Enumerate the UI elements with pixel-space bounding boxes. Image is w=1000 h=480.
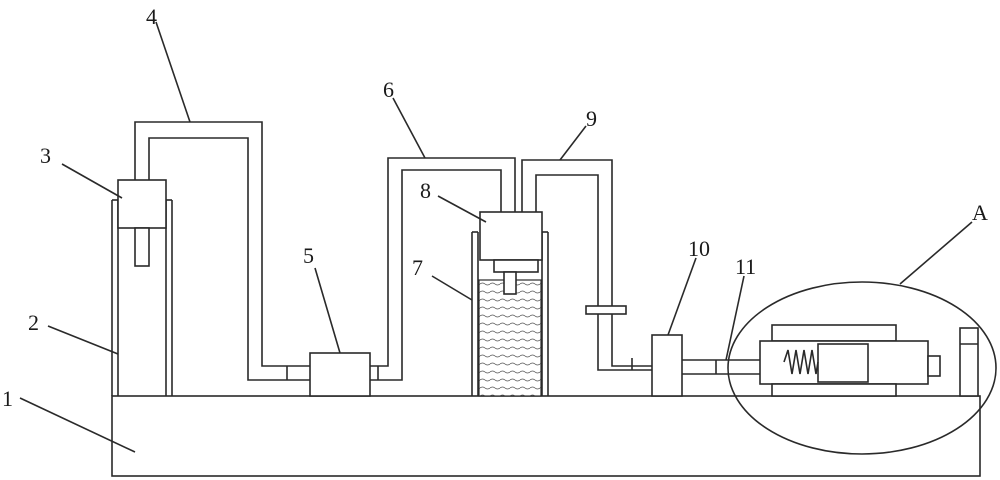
- label-9: 9: [586, 106, 597, 131]
- leader-lines: [19, 21, 973, 453]
- label-5: 5: [303, 243, 314, 268]
- tank-cap-block: [479, 211, 543, 295]
- label-4: 4: [146, 4, 157, 29]
- label-8: 8: [420, 178, 431, 203]
- label-6: 6: [383, 77, 394, 102]
- pipe-11: [682, 359, 760, 375]
- label-11: 11: [735, 254, 756, 279]
- label-1: 1: [2, 386, 13, 411]
- detail-assembly-a: [759, 324, 979, 397]
- label-a: A: [972, 200, 988, 225]
- label-7: 7: [412, 255, 423, 280]
- label-3: 3: [40, 143, 51, 168]
- pipe-6: [370, 157, 516, 381]
- pipe-9: [521, 159, 652, 371]
- middle-unit: [309, 352, 371, 397]
- left-pump-block: [117, 179, 167, 267]
- detail-circle-a: [727, 281, 997, 455]
- support-column: [111, 199, 173, 396]
- label-2: 2: [28, 310, 39, 335]
- label-10: 10: [688, 236, 710, 261]
- valve-unit-10: [651, 334, 683, 397]
- pipe-4: [134, 121, 310, 381]
- base: [111, 395, 981, 477]
